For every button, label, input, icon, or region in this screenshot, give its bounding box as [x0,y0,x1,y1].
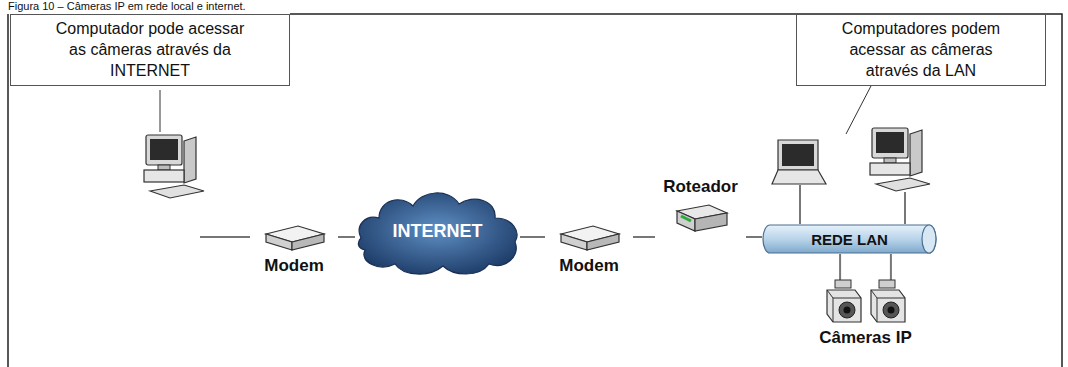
figure-caption: Figura 10 – Câmeras IP em rede local e i… [8,0,246,13]
desktop-computer [144,135,204,198]
node-label: Roteador [655,177,746,197]
node-label: INTERNET [393,221,483,242]
laptop-computer [772,140,826,184]
node-label: Computadores podem acessar as câmeras at… [831,19,1011,81]
callout-box: Computador pode acessar as câmeras atrav… [10,14,290,86]
lan-bus: REDE LAN [762,224,937,254]
node-label: Computador pode acessar as câmeras atrav… [51,19,249,81]
leader-line [160,90,161,132]
node-label: Câmeras IP [805,328,926,348]
cable [904,192,906,224]
ip-camera-icon [813,278,918,328]
cable [633,236,655,238]
cable [200,236,250,238]
router: Roteador [655,177,746,237]
node-label: Modem [250,256,338,276]
cable [746,236,762,238]
leader-line [846,84,872,134]
node-label: Modem [545,256,633,276]
ip-cameras: Câmeras IP [805,278,926,348]
router-icon [663,197,738,237]
cable [840,254,891,280]
modem-icon [553,218,625,256]
node-label: REDE LAN [811,231,888,248]
frame [8,14,1062,367]
modem-icon [258,218,330,256]
modem: Modem [250,218,338,276]
cable [799,185,801,224]
cable [520,236,545,238]
cable [338,236,355,238]
callout-box: Computadores podem acessar as câmeras at… [796,14,1046,86]
desktop-computer [870,128,930,191]
modem: Modem [545,218,633,276]
internet-cloud: INTERNET [355,186,520,276]
